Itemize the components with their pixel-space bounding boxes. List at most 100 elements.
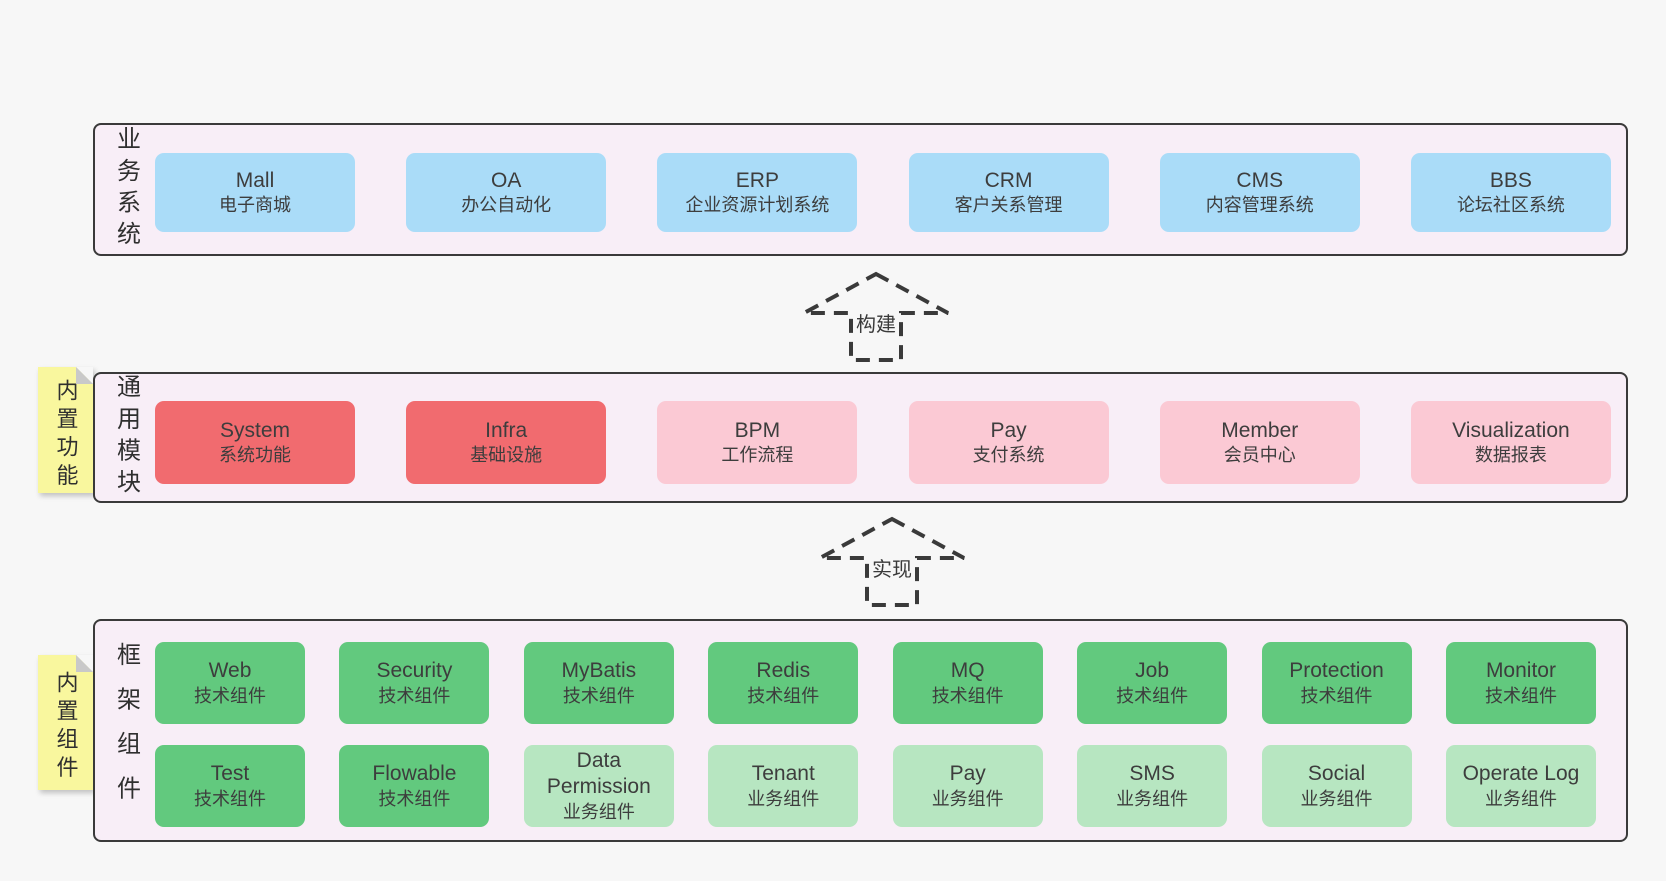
box-title: Member (1221, 419, 1299, 443)
box-subtitle: 内容管理系统 (1205, 195, 1314, 216)
box-subtitle: 业务组件 (1484, 788, 1557, 809)
box-data-permission: Data Permission 业务组件 (523, 745, 674, 827)
box-subtitle: 业务组件 (747, 788, 820, 809)
box-subtitle: 业务组件 (1300, 788, 1373, 809)
box-tenant: Tenant 业务组件 (708, 745, 859, 827)
box-mq: MQ 技术组件 (892, 642, 1043, 724)
arrow-build: 构建 (801, 271, 951, 363)
box-protection: Protection 技术组件 (1261, 642, 1412, 724)
box-subtitle: 技术组件 (194, 685, 266, 706)
box-title: MQ (950, 659, 985, 683)
box-subtitle: 电子商城 (219, 195, 291, 216)
sticky-note-label: 内置组件 (53, 671, 79, 784)
box-visualization: Visualization 数据报表 (1410, 401, 1611, 484)
box-bbs: BBS 论坛社区系统 (1410, 153, 1611, 232)
box-pay-module: Pay 支付系统 (908, 401, 1109, 484)
box-subtitle: 企业资源计划系统 (685, 195, 830, 216)
box-title: MyBatis (561, 659, 637, 683)
box-infra: Infra 基础设施 (406, 401, 607, 484)
box-subtitle: 业务组件 (1116, 788, 1189, 809)
box-oa: OA 办公自动化 (406, 153, 607, 232)
up-block-arrow-icon (803, 271, 949, 362)
box-subtitle: 技术组件 (1300, 685, 1373, 706)
box-title: Mall (235, 169, 275, 193)
box-title: BPM (734, 419, 781, 443)
box-subtitle: 客户关系管理 (954, 195, 1063, 216)
sticky-note-built-in-features: 内置功能 (38, 367, 93, 493)
box-title: Protection (1289, 659, 1384, 683)
box-subtitle: 会员中心 (1223, 445, 1296, 466)
box-subtitle: 数据报表 (1474, 445, 1547, 466)
band-framework-components: 框架组件 Web 技术组件 Security 技术组件 MyBatis 技术组件… (93, 619, 1628, 842)
box-title: Redis (756, 659, 811, 683)
band-side-label: 业务系统 (112, 126, 140, 253)
arrow-implement: 实现 (817, 516, 967, 608)
box-subtitle: 业务组件 (931, 788, 1004, 809)
box-title: Test (210, 762, 250, 786)
box-row: Web 技术组件 Security 技术组件 MyBatis 技术组件 Redi… (155, 642, 1596, 724)
box-subtitle: 技术组件 (378, 788, 451, 809)
arrow-label: 实现 (869, 552, 915, 583)
box-subtitle: 技术组件 (194, 788, 266, 809)
box-title: Web (208, 659, 252, 683)
box-subtitle: 技术组件 (378, 685, 451, 706)
box-title: Monitor (1485, 659, 1556, 683)
box-title: OA (491, 169, 522, 193)
box-subtitle: 论坛社区系统 (1456, 195, 1565, 216)
box-job: Job 技术组件 (1077, 642, 1228, 724)
box-title: Pay (990, 419, 1027, 443)
box-title: Visualization (1452, 419, 1570, 443)
box-subtitle: 技术组件 (931, 685, 1004, 706)
box-cms: CMS 内容管理系统 (1159, 153, 1360, 232)
box-subtitle: 工作流程 (721, 445, 794, 466)
box-system: System 系统功能 (155, 401, 355, 484)
box-title: Pay (949, 762, 986, 786)
band-side-label: 通用模块 (112, 374, 140, 501)
box-test: Test 技术组件 (155, 745, 305, 827)
up-block-arrow-icon (819, 516, 965, 607)
box-subtitle: 技术组件 (1484, 685, 1557, 706)
box-operate-log: Operate Log 业务组件 (1445, 745, 1596, 827)
box-subtitle: 业务组件 (562, 802, 635, 823)
box-title: Job (1135, 659, 1170, 683)
box-flowable: Flowable 技术组件 (339, 745, 490, 827)
box-crm: CRM 客户关系管理 (908, 153, 1109, 232)
box-security: Security 技术组件 (339, 642, 490, 724)
band-side-label: 框架组件 (112, 641, 140, 820)
band-common-modules: 通用模块 System 系统功能 Infra 基础设施 BPM 工作流程 Pay… (93, 372, 1628, 503)
sticky-note-label: 内置功能 (53, 378, 79, 492)
box-title: System (219, 419, 290, 443)
box-subtitle: 技术组件 (747, 685, 820, 706)
box-web: Web 技术组件 (155, 642, 305, 724)
box-pay-component: Pay 业务组件 (892, 745, 1043, 827)
box-title: SMS (1129, 762, 1175, 786)
sticky-note-built-in-components: 内置组件 (38, 655, 93, 790)
box-title: Social (1307, 762, 1366, 786)
box-row: Mall 电子商城 OA 办公自动化 ERP 企业资源计划系统 CRM 客户关系… (155, 153, 1611, 232)
box-sms: SMS 业务组件 (1077, 745, 1228, 827)
box-subtitle: 技术组件 (1116, 685, 1189, 706)
box-mybatis: MyBatis 技术组件 (523, 642, 674, 724)
box-title: Flowable (372, 762, 457, 786)
band-business-systems: 业务系统 Mall 电子商城 OA 办公自动化 ERP 企业资源计划系统 CRM… (93, 123, 1628, 256)
box-subtitle: 技术组件 (562, 685, 635, 706)
box-title: BBS (1489, 169, 1532, 193)
box-title: CMS (1236, 169, 1284, 193)
box-erp: ERP 企业资源计划系统 (657, 153, 858, 232)
box-social: Social 业务组件 (1261, 745, 1412, 827)
box-redis: Redis 技术组件 (708, 642, 859, 724)
box-row: System 系统功能 Infra 基础设施 BPM 工作流程 Pay 支付系统… (155, 401, 1611, 484)
box-subtitle: 基础设施 (470, 445, 543, 466)
box-row: Test 技术组件 Flowable 技术组件 Data Permission … (155, 745, 1596, 827)
box-title: CRM (984, 169, 1033, 193)
box-title: Security (376, 659, 453, 683)
box-bpm: BPM 工作流程 (657, 401, 858, 484)
box-title: Infra (485, 419, 528, 443)
box-title: Operate Log (1462, 762, 1580, 786)
box-subtitle: 系统功能 (219, 445, 291, 466)
arrow-label: 构建 (853, 307, 899, 338)
box-title: Data Permission (546, 748, 651, 799)
box-member: Member 会员中心 (1159, 401, 1360, 484)
box-monitor: Monitor 技术组件 (1445, 642, 1596, 724)
